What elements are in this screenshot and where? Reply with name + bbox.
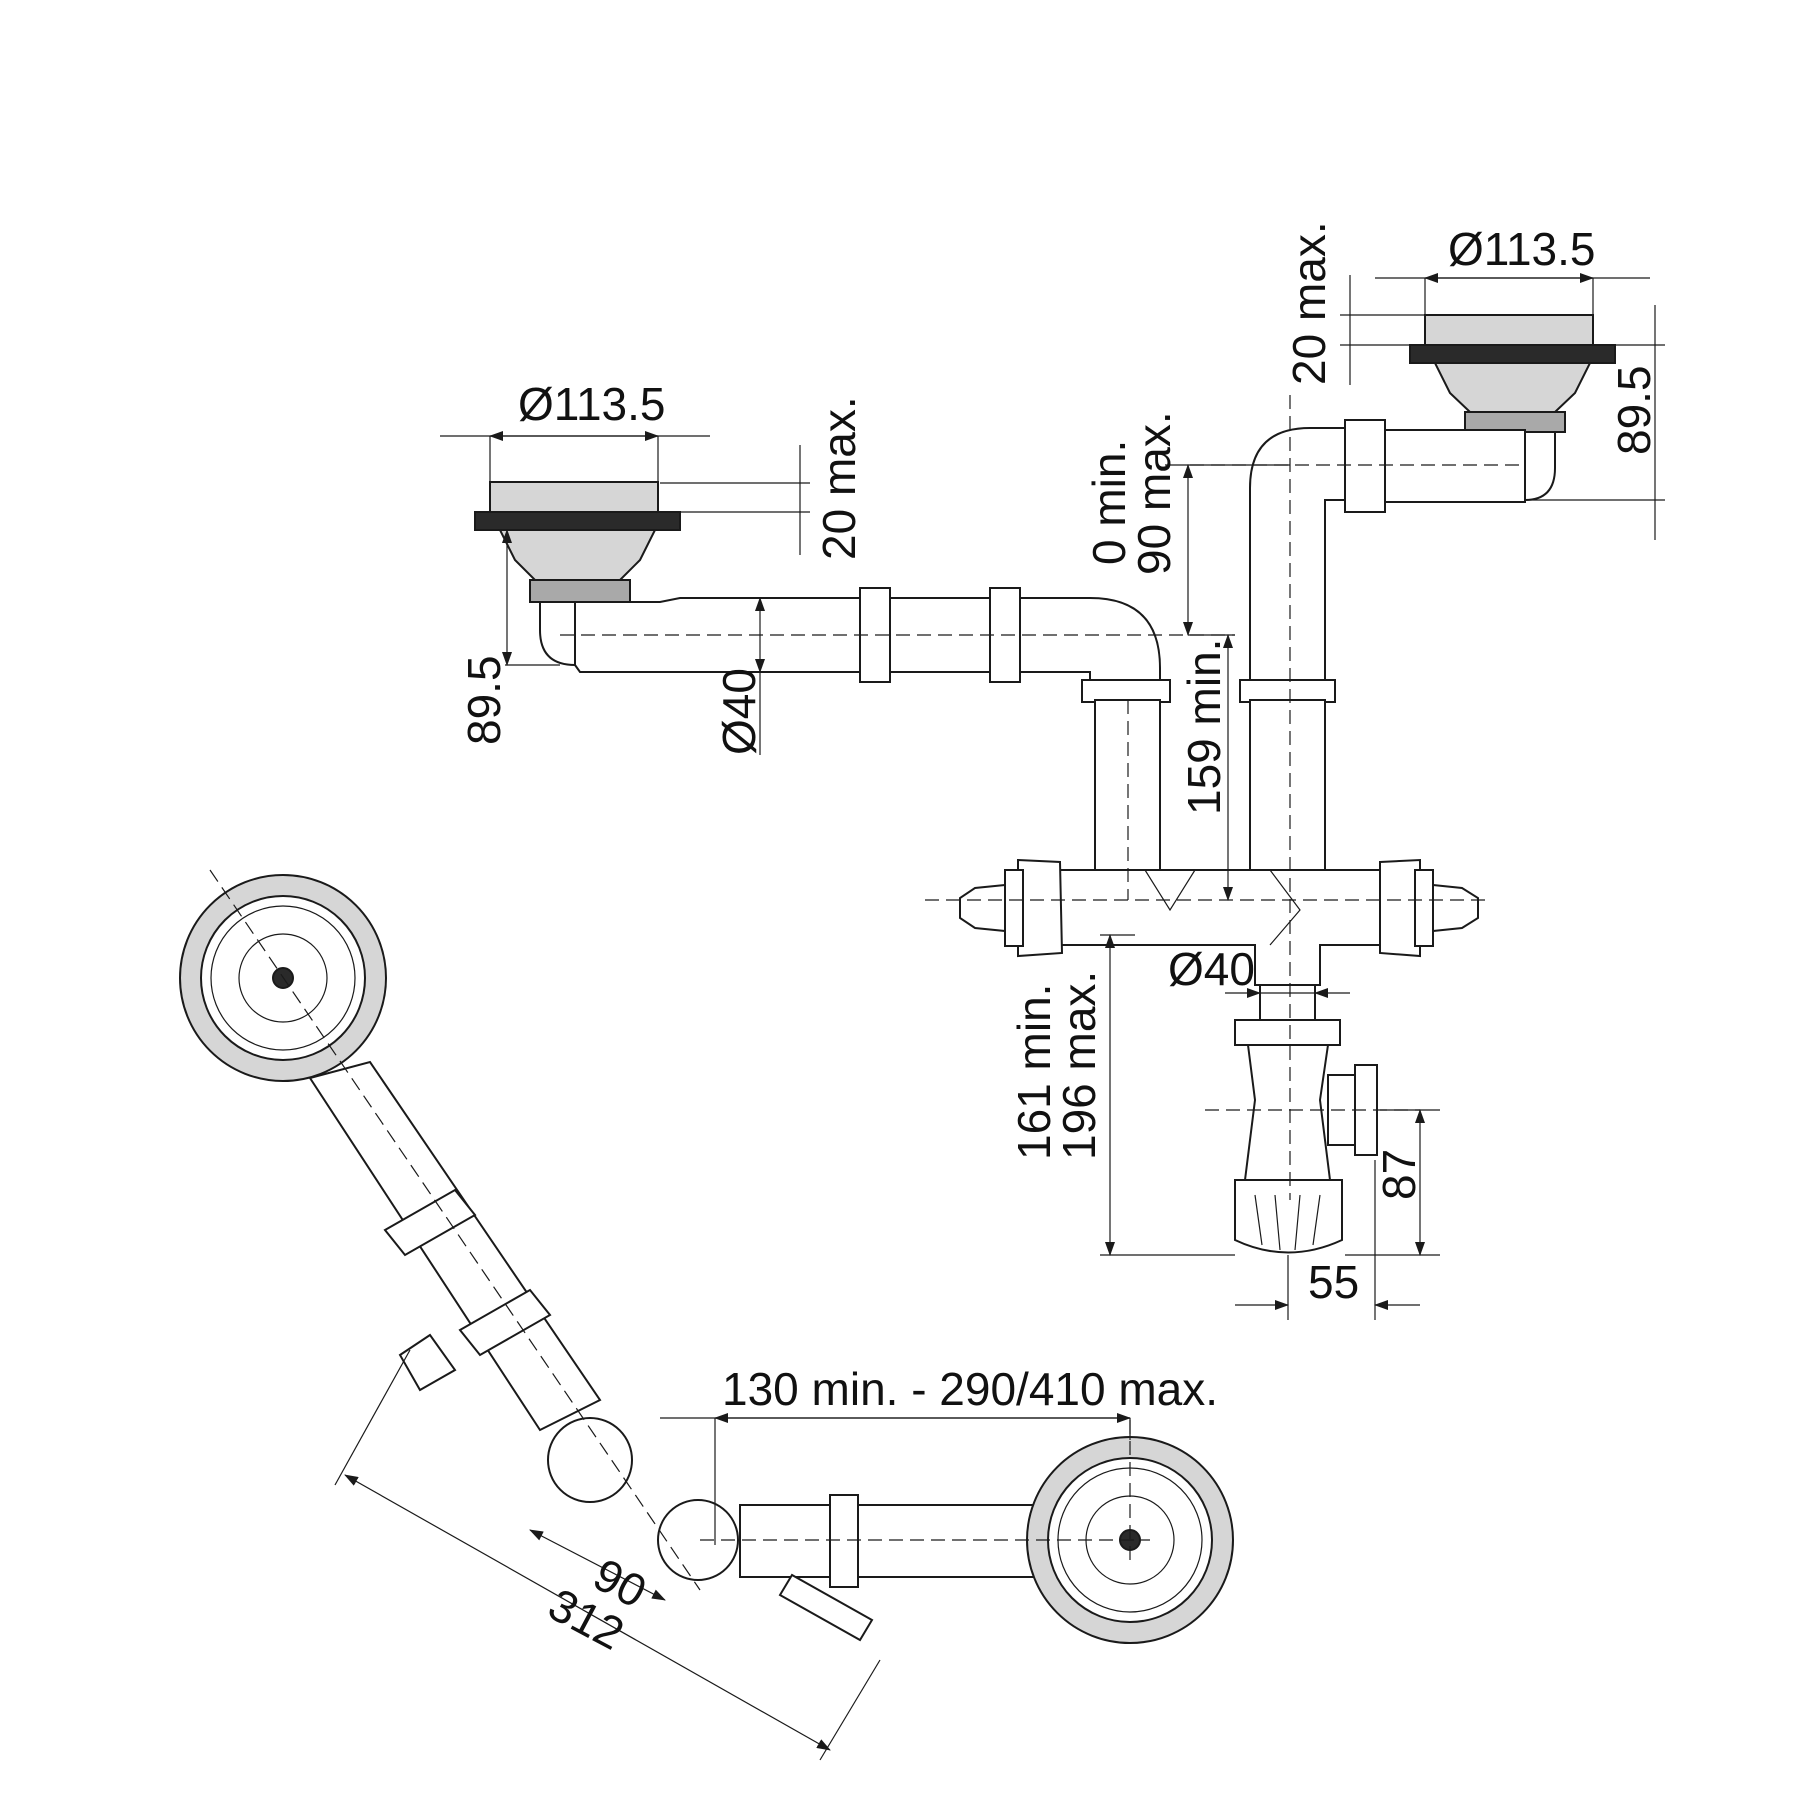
right-hose-connector: [1379, 858, 1479, 958]
dimension-right-outlet-height: 89.5: [1525, 305, 1665, 540]
label-vertical-offset-max: 90 max.: [1128, 411, 1180, 575]
label-riser-length: 159 min.: [1178, 639, 1230, 815]
label-left-outlet-height: 89.5: [458, 655, 510, 745]
right-outlet-pipe: [1249, 419, 1526, 681]
label-left-basket-diameter: Ø113.5: [518, 378, 665, 430]
left-strainer-basket: [474, 481, 681, 666]
dimension-left-basket-diameter: Ø113.5: [440, 378, 710, 482]
label-trap-outlet-height: 87: [1373, 1149, 1425, 1200]
dimension-left-outlet-height: 89.5: [458, 529, 560, 745]
dimension-right-flange-height: 20 max.: [1283, 221, 1425, 385]
dimension-trap-outlet-offset: 55: [1235, 1160, 1420, 1320]
dimension-riser-length: 159 min.: [1178, 634, 1233, 901]
label-left-pipe-diameter: Ø40: [713, 668, 765, 755]
dimension-left-pipe-diameter: Ø40: [713, 597, 765, 755]
label-span-range: 130 min. - 290/410 max.: [722, 1363, 1218, 1415]
dimension-trap-height: 161 min. 196 max.: [1008, 934, 1235, 1256]
plan-diagonal-pipe: [308, 1060, 633, 1503]
left-outlet-pipe: [574, 587, 1171, 703]
left-hose-connector: [959, 858, 1064, 958]
dimension-right-basket-diameter: Ø113.5: [1375, 223, 1650, 315]
dimension-left-flange-height: 20 max.: [660, 396, 865, 560]
label-right-basket-diameter: Ø113.5: [1448, 223, 1595, 275]
label-vertical-offset-min: 0 min.: [1083, 440, 1135, 565]
label-trap-height-min: 161 min.: [1008, 984, 1060, 1160]
dimension-trap-inlet-diameter: Ø40: [1168, 943, 1350, 998]
label-trap-inlet-diameter: Ø40: [1168, 943, 1255, 995]
right-strainer-basket: [1409, 314, 1616, 501]
label-trap-height-max: 196 max.: [1053, 971, 1105, 1160]
bottle-trap: [1234, 984, 1378, 1254]
label-right-outlet-height: 89.5: [1608, 365, 1660, 455]
label-left-flange-height: 20 max.: [813, 396, 865, 560]
dimension-vertical-offset: 0 min. 90 max.: [1083, 411, 1290, 636]
label-trap-outlet-offset: 55: [1308, 1256, 1359, 1308]
dimension-trap-outlet-height: 87: [1345, 1109, 1440, 1256]
label-right-flange-height: 20 max.: [1283, 221, 1335, 385]
